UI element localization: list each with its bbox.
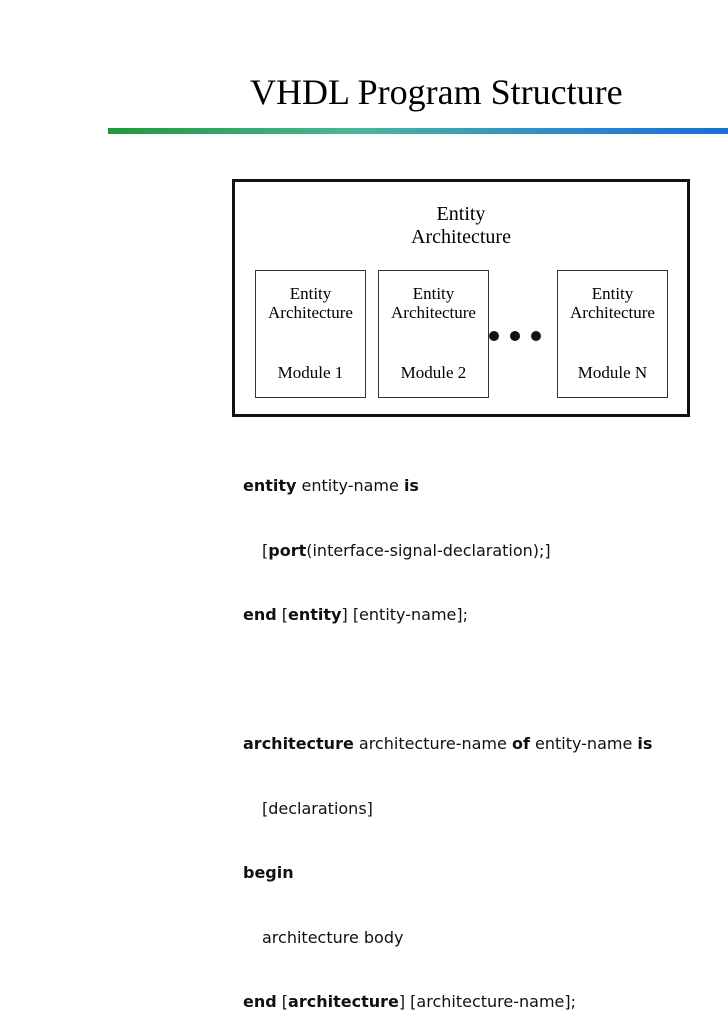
module-box-n: Entity Architecture Module N [557,270,668,398]
outer-architecture-label: Architecture [411,226,511,248]
code-text: [ [276,992,289,1011]
module-name-label: Module 2 [400,363,467,382]
code-line-end-architecture: end [architecture] [architecture-name]; [243,991,652,1013]
keyword: is [403,476,419,495]
code-text: entity-name [296,476,404,495]
keyword: architecture [243,734,354,753]
keyword: port [268,540,307,560]
ellipsis-dot [510,331,520,341]
code-text: [ [276,605,289,624]
keyword: entity [288,605,342,624]
code-text: [declarations] [262,798,373,818]
outer-entity-label: Entity [436,203,486,225]
code-text: (interface-signal-declaration);] [306,540,551,560]
keyword: entity [243,476,297,495]
module-box-2: Entity Architecture Module 2 [378,270,489,398]
ellipsis-dot [489,331,499,341]
code-text: ] [architecture-name]; [398,992,577,1011]
module-name-label: Module 1 [277,363,344,382]
module-architecture-label: Architecture [570,303,655,322]
code-text: architecture body [262,927,404,947]
module-architecture-label: Architecture [268,303,353,322]
ellipsis-dot [531,331,541,341]
code-line-architecture: architecture architecture-name of entity… [243,733,652,755]
code-line-entity: entity entity-name is [243,475,652,497]
module-entity-label: Entity [412,284,455,303]
outer-entity-box: Entity Architecture Entity Architecture … [232,179,690,417]
code-text: ] [entity-name]; [341,605,468,624]
code-line-end-entity: end [entity] [entity-name]; [243,604,652,626]
code-syntax-block: entity entity-name is [port(interface-si… [243,432,652,1034]
code-text: entity-name [529,734,638,753]
module-entity-label: Entity [591,284,634,303]
title-rule [108,128,728,134]
code-text: [ [262,540,269,560]
module-box-1: Entity Architecture Module 1 [255,270,366,398]
keyword: end [243,605,277,624]
code-line-declarations: [declarations] [243,798,652,820]
code-line-port: [port(interface-signal-declaration);] [243,540,652,562]
code-line-body: architecture body [243,927,652,949]
keyword: begin [243,863,294,882]
module-architecture-label: Architecture [391,303,476,322]
keyword: of [511,734,530,753]
keyword: is [637,734,653,753]
keyword: architecture [288,992,399,1011]
ellipsis-dots [487,331,549,343]
code-blank-line [243,669,652,691]
code-text: architecture-name [353,734,512,753]
slide-title: VHDL Program Structure [250,72,623,112]
code-line-begin: begin [243,862,652,884]
module-entity-label: Entity [289,284,332,303]
module-name-label: Module N [577,363,648,382]
keyword: end [243,992,277,1011]
